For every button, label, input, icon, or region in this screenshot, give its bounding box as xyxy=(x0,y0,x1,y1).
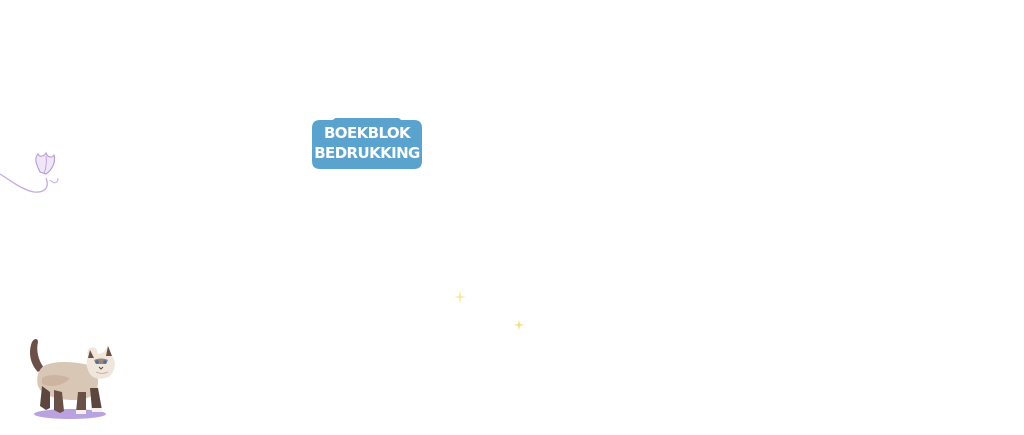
cat-icon xyxy=(24,334,120,424)
flower-icon xyxy=(0,150,62,196)
sparkle-icon xyxy=(514,315,524,330)
logo-line-1: BOEKBLOK xyxy=(323,124,411,142)
logo-line-2: BEDRUKKING xyxy=(314,144,420,162)
sparkle-icon xyxy=(454,289,466,304)
logo-text: BOEKBLOK BEDRUKKING xyxy=(312,123,422,163)
logo-badge[interactable]: BOEKBLOK BEDRUKKING xyxy=(312,118,422,169)
